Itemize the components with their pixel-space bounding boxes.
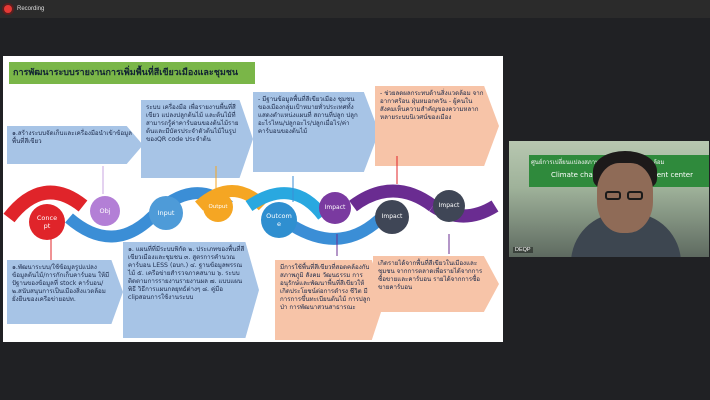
bottom-box-concept: ๑.พัฒนาระบบ/ใช้ข้อมูลรูปแปลงข้อมูลต้นไม้… bbox=[7, 260, 123, 324]
step-concept-label: Concept bbox=[36, 214, 58, 230]
step-impact-2: Impact bbox=[375, 200, 409, 234]
bottom-box-impact-text: เกิดรายได้จากพื้นที่สีเขียวในเมืองและชุม… bbox=[378, 260, 483, 291]
step-output-label: Output bbox=[208, 204, 228, 210]
step-input: Input bbox=[149, 196, 183, 230]
participant-name: DEQP bbox=[513, 247, 533, 253]
bottom-box-outcome-text: มีการใช้พื้นที่สีเขียวที่สอดคล้องกับสภาพ… bbox=[280, 264, 371, 311]
recording-bar: Recording bbox=[0, 0, 710, 18]
wave-purple-1 bbox=[349, 184, 437, 212]
step-impact-1-label: Impact bbox=[324, 204, 346, 211]
participant-video[interactable]: ศูนย์การเปลี่ยนแปลงสภาพภูมิอากาศและสิ่งแ… bbox=[509, 141, 709, 257]
top-box-input-text: ระบบ เครื่องมือ เพื่อรายงานพื้นที่สีเขีย… bbox=[146, 104, 239, 143]
step-impact-2-label: Impact bbox=[381, 213, 403, 220]
step-impact-3-label: Impact bbox=[438, 202, 460, 209]
bottom-box-input-text: ๑. แผนที่ที่มีระบบพิกัด ๒. ประเภทของพื้น… bbox=[128, 246, 245, 301]
bottom-box-input: ๑. แผนที่ที่มีระบบพิกัด ๒. ประเภทของพื้น… bbox=[123, 242, 259, 338]
step-impact-3: Impact bbox=[433, 190, 465, 222]
step-objective-label: Obj bbox=[99, 207, 111, 215]
shared-slide: การพัฒนาระบบรายงานการเพิ่มพื้นที่สีเขียว… bbox=[3, 56, 503, 342]
step-outcome-label: Outcome bbox=[266, 212, 292, 228]
bottom-box-impact: เกิดรายได้จากพื้นที่สีเขียวในเมืองและชุม… bbox=[373, 256, 499, 312]
top-box-input: ระบบ เครื่องมือ เพื่อรายงานพื้นที่สีเขีย… bbox=[141, 100, 253, 178]
bottom-box-outcome: มีการใช้พื้นที่สีเขียวที่สอดคล้องกับสภาพ… bbox=[275, 260, 385, 340]
step-output: Output bbox=[203, 192, 233, 222]
step-input-label: Input bbox=[157, 209, 175, 217]
wave-blue-4 bbox=[289, 211, 388, 245]
step-concept: Concept bbox=[29, 204, 65, 240]
recording-icon bbox=[4, 5, 12, 13]
step-outcome: Outcome bbox=[261, 202, 297, 238]
wave-blue-3 bbox=[245, 187, 328, 220]
top-box-impact-text: - ช่วยลดผลกระทบด้านสิ่งแวดล้อม จากอากาศร… bbox=[380, 90, 484, 121]
slide-title: การพัฒนาระบบรายงานการเพิ่มพื้นที่สีเขียว… bbox=[9, 62, 255, 84]
step-impact-1: Impact bbox=[319, 192, 351, 224]
glasses-right-icon bbox=[627, 191, 643, 200]
wave-blue-1 bbox=[65, 211, 158, 243]
bottom-box-concept-text: ๑.พัฒนาระบบ/ใช้ข้อมูลรูปแปลงข้อมูลต้นไม้… bbox=[12, 264, 110, 303]
top-box-concept-text: ๑.สร้างระบบจัดเก็บและเครื่องมือนำเข้าข้อ… bbox=[12, 130, 132, 145]
glasses-left-icon bbox=[605, 191, 621, 200]
top-box-impact: - ช่วยลดผลกระทบด้านสิ่งแวดล้อม จากอากาศร… bbox=[375, 86, 499, 166]
recording-label: Recording bbox=[17, 6, 45, 12]
wave-red-arc bbox=[3, 185, 88, 223]
top-box-outcome-text: - มีฐานข้อมูลพื้นที่สีเขียวเมือง ชุมชน ข… bbox=[258, 96, 358, 135]
step-objective: Obj bbox=[90, 196, 120, 226]
top-box-concept: ๑.สร้างระบบจัดเก็บและเครื่องมือนำเข้าข้อ… bbox=[7, 126, 143, 164]
top-box-outcome: - มีฐานข้อมูลพื้นที่สีเขียวเมือง ชุมชน ข… bbox=[253, 92, 379, 172]
